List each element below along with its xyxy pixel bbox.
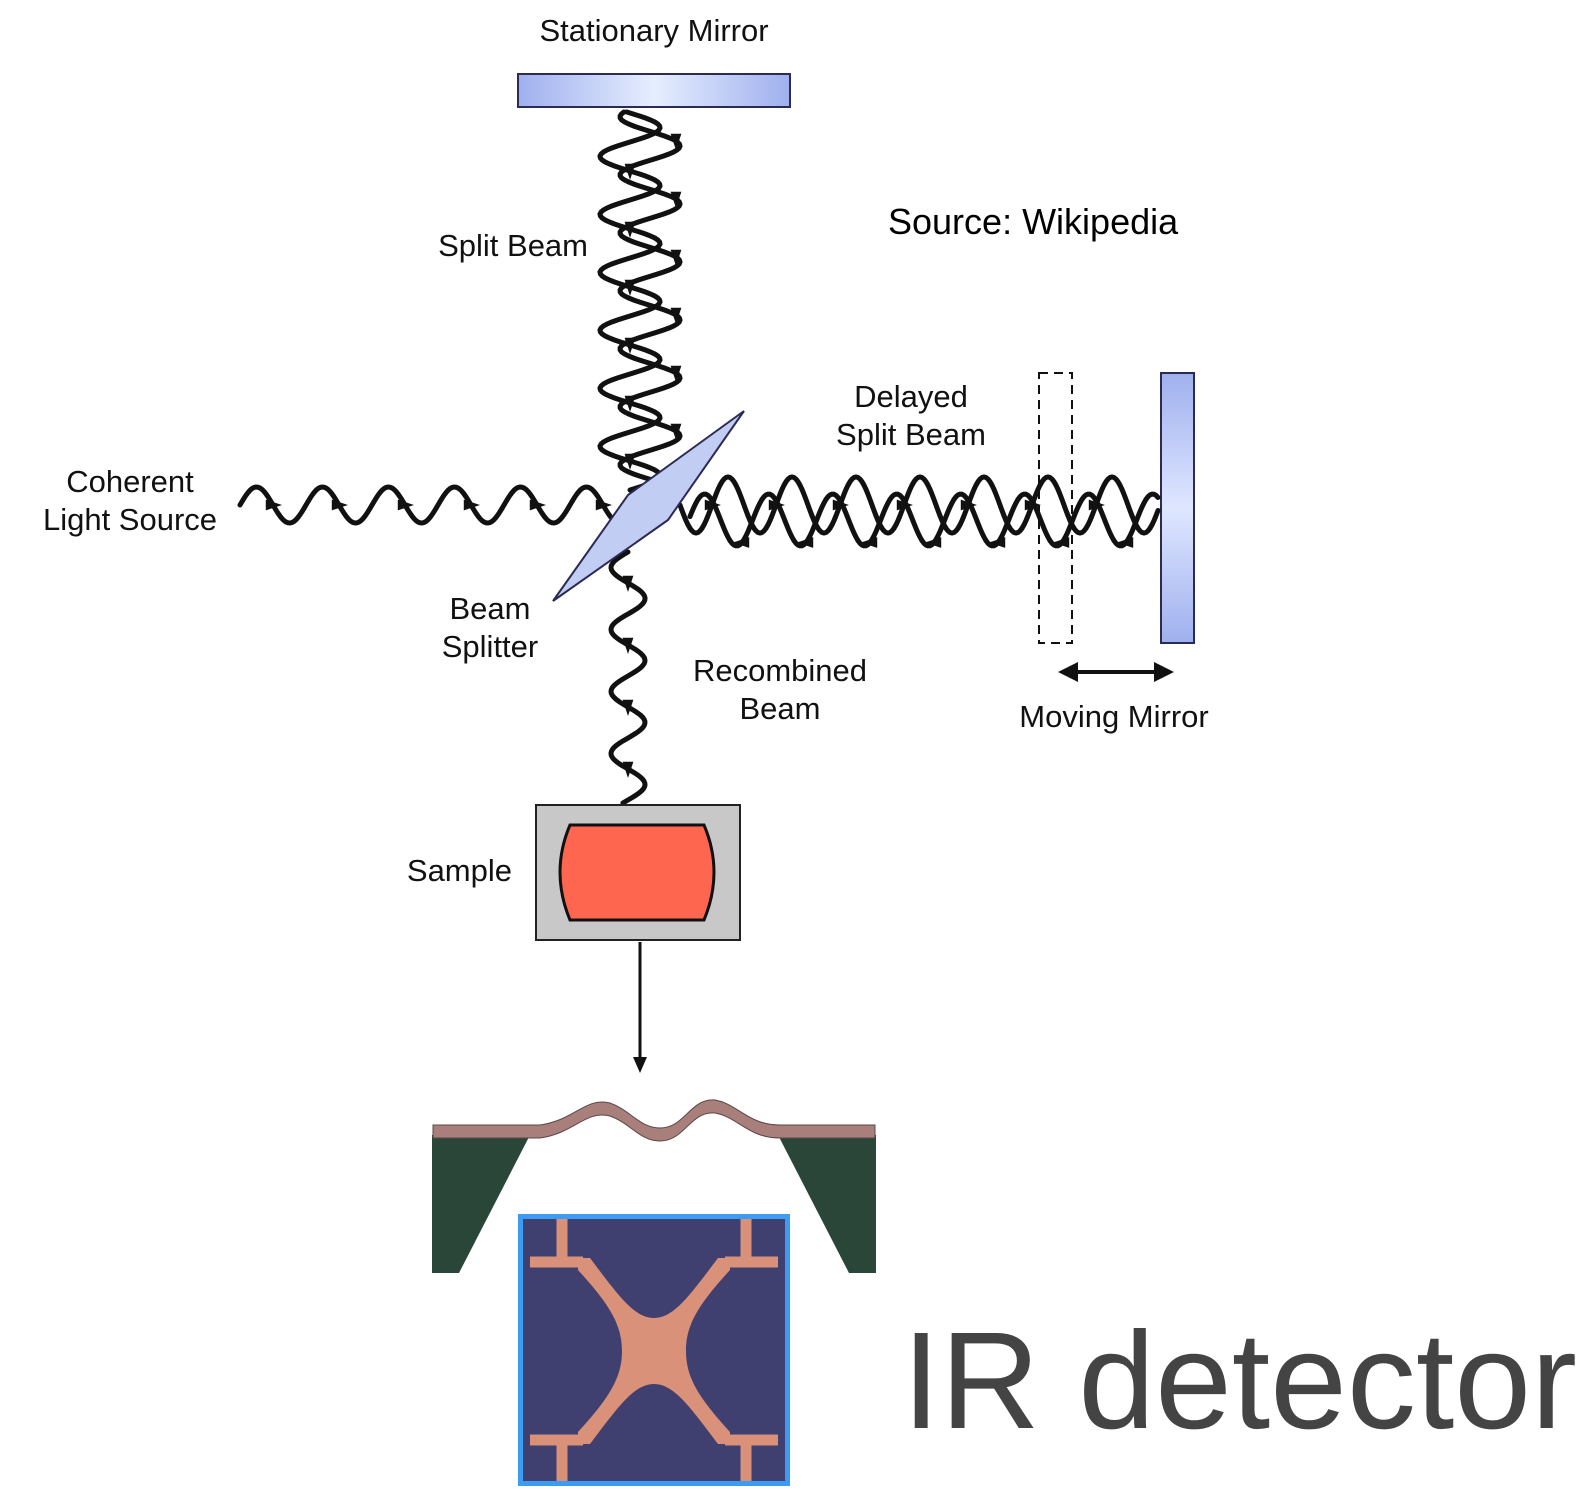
label-stationary-mirror: Stationary Mirror [539, 13, 769, 48]
label-moving-mirror: Moving Mirror [1019, 699, 1209, 734]
label-recombined-line1: Recombined [692, 653, 868, 688]
wave-arrow [624, 395, 636, 412]
wave-arrow [624, 453, 636, 470]
wave-arrow [733, 537, 750, 548]
source-note: Source: Wikipedia [888, 201, 1179, 242]
detector-membrane [432, 1099, 876, 1142]
wave-arrow [624, 337, 636, 354]
down-arrow-icon [633, 942, 647, 1073]
beam-splitter [552, 410, 745, 602]
wave-arrow [861, 537, 878, 548]
wave-arrow [1053, 537, 1070, 548]
wave-arrow [670, 133, 682, 150]
label-ir-detector: IR detector [902, 1304, 1577, 1458]
label-sample: Sample [406, 853, 512, 888]
wave-arrow [670, 307, 682, 324]
label-recombined-line2: Beam [739, 691, 821, 726]
wave-arrow [622, 575, 634, 592]
wave-arrow [670, 191, 682, 208]
sample-holder [535, 804, 741, 941]
wave-arrow [768, 499, 785, 511]
wave-arrow [960, 499, 977, 511]
detector-chip [518, 1214, 790, 1486]
wave-arrow [704, 499, 721, 511]
wave-arrow [670, 249, 682, 266]
wave-arrow [529, 499, 546, 511]
sample-capsule [558, 823, 716, 922]
wave-delayed-out [677, 474, 1161, 536]
label-delayed-line1: Delayed [854, 379, 968, 414]
moving-mirror-ghost [1038, 372, 1073, 644]
wave-split-down [617, 109, 683, 495]
label-coherent-line2: Light Source [42, 502, 218, 537]
moving-mirror [1160, 372, 1195, 644]
double-arrow-icon [1058, 662, 1174, 682]
wave-arrow [989, 537, 1006, 548]
label-split-beam: Split Beam [438, 228, 588, 263]
wave-arrow [331, 499, 348, 511]
wave-arrow [670, 365, 682, 382]
wave-arrow [1088, 499, 1105, 511]
wave-arrow [832, 499, 849, 511]
wave-arrow [896, 499, 913, 511]
stationary-mirror [517, 73, 791, 108]
wave-arrow [265, 499, 282, 511]
wave-arrow [595, 499, 612, 511]
wave-split-up [597, 109, 663, 493]
wave-arrow [622, 761, 634, 778]
wave-arrow [925, 537, 942, 548]
label-delayed-line2: Split Beam [836, 417, 986, 452]
detector-support [432, 1135, 876, 1273]
chip-x-trace [578, 1258, 730, 1444]
wave-arrow [1024, 499, 1041, 511]
wave-arrow [397, 499, 414, 511]
wave-arrow [624, 221, 636, 238]
label-beam-splitter-line2: Splitter [441, 629, 539, 664]
light-waves [237, 109, 1161, 806]
wave-arrow [622, 699, 634, 716]
wave-arrow [463, 499, 480, 511]
wave-arrow [624, 279, 636, 296]
wave-arrow [797, 537, 814, 548]
wave-arrow [1117, 537, 1134, 548]
wave-recombined [608, 549, 648, 806]
wave-direction-arrows [265, 133, 1134, 778]
wave-source [237, 484, 631, 526]
wave-arrow [622, 637, 634, 654]
wave-delayed-back [687, 491, 1161, 549]
wave-arrow [624, 163, 636, 180]
label-coherent-line1: Coherent [66, 464, 194, 499]
wave-arrow [670, 423, 682, 440]
label-beam-splitter-line1: Beam [449, 591, 531, 626]
